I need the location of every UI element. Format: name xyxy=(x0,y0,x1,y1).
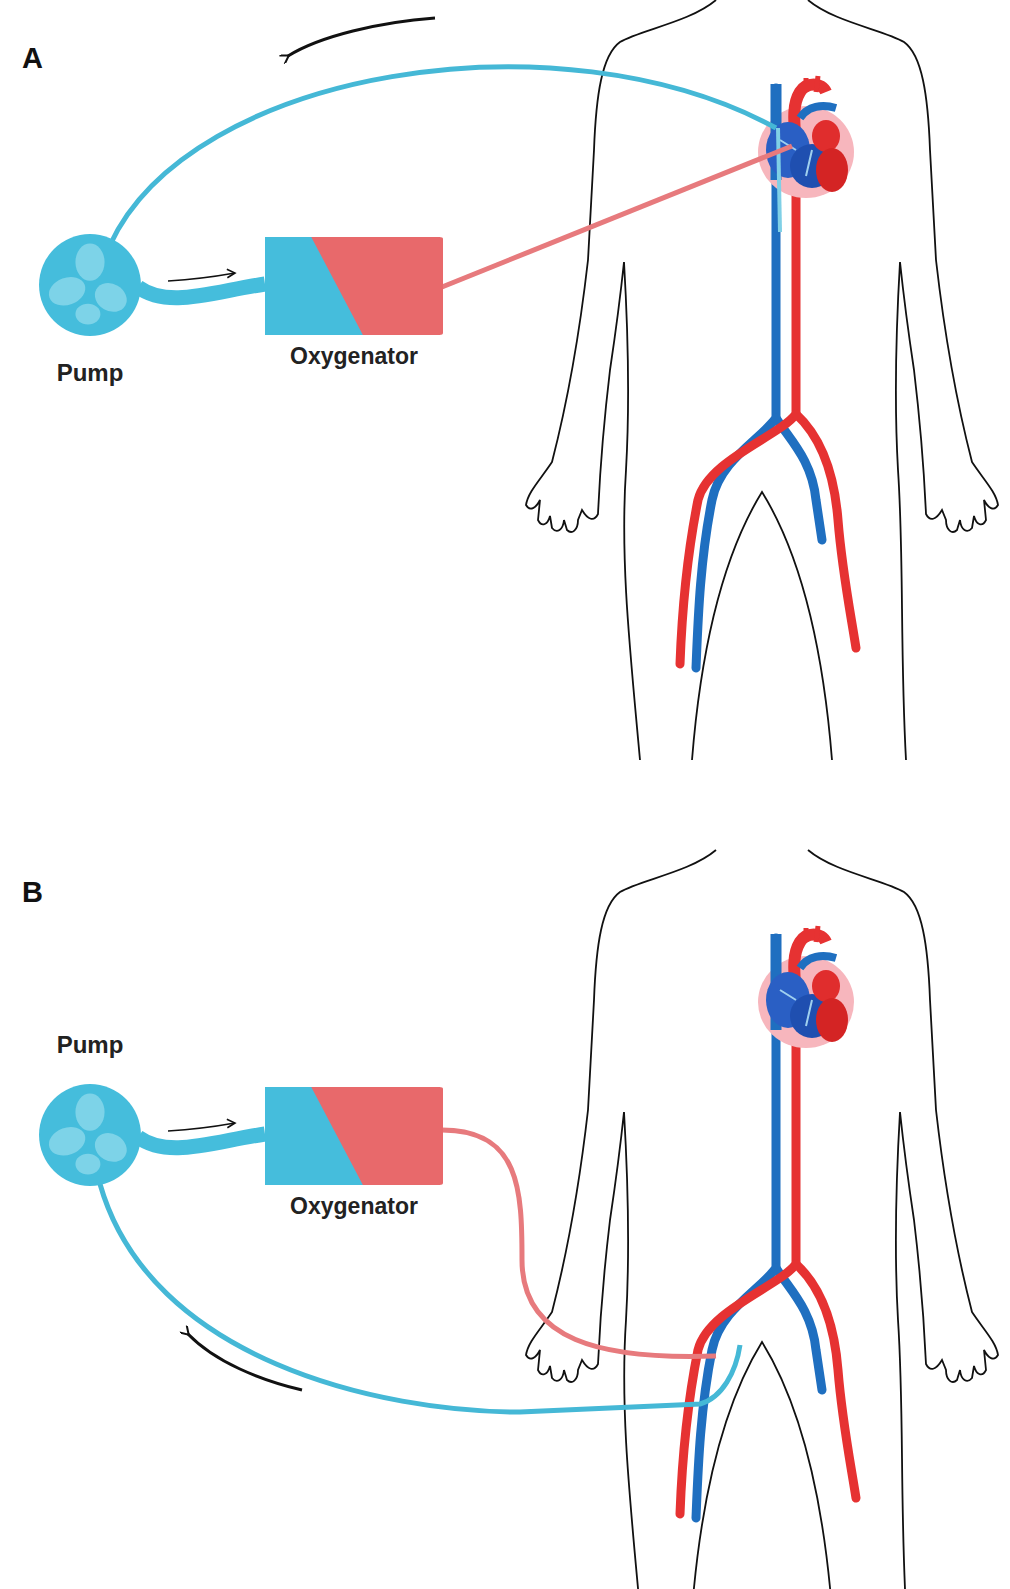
pump-symbol xyxy=(38,1083,142,1187)
pump-node: Pump xyxy=(38,1083,142,1187)
oxygenator-shape xyxy=(265,237,443,335)
oxygenator-shape xyxy=(265,1087,443,1185)
tube-connector xyxy=(138,1119,265,1148)
pump-node: Pump xyxy=(38,233,142,337)
oxygenator-node: Oxygenator xyxy=(265,237,443,335)
oxygenator-node: Oxygenator xyxy=(265,1087,443,1185)
panel-letter: A xyxy=(22,42,43,75)
panel-letter: B xyxy=(22,876,43,909)
node-label: Pump xyxy=(57,1031,124,1059)
node-label: Oxygenator xyxy=(290,343,418,370)
pump-symbol xyxy=(38,233,142,337)
node-label: Oxygenator xyxy=(290,1193,418,1220)
tube-connector xyxy=(138,269,265,298)
node-label: Pump xyxy=(57,359,124,387)
